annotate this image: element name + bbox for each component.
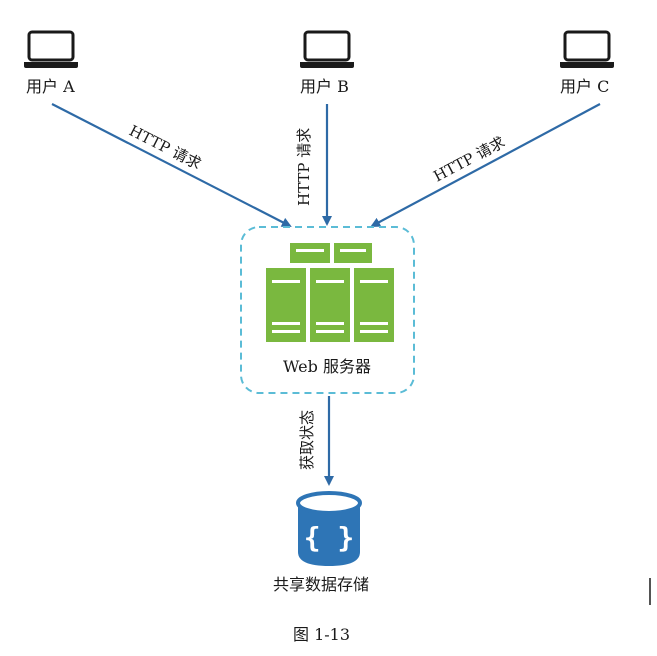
user-c-label: 用户 C — [560, 77, 609, 96]
database-glyph: { } — [304, 521, 355, 554]
laptop-icon-a — [24, 30, 78, 68]
figure-caption: 图 1-13 — [293, 625, 350, 644]
database-icon: { } — [296, 491, 362, 566]
shared-storage-label: 共享数据存储 — [273, 575, 369, 594]
arrow-user-a-to-server — [51, 103, 292, 227]
server-rack-icon — [266, 243, 394, 342]
web-server-boundary — [240, 226, 415, 394]
user-b-label: 用户 B — [300, 77, 349, 96]
arrow-user-c-to-server — [370, 103, 601, 227]
get-state-label: 获取状态 — [298, 410, 316, 470]
http-request-label-b: HTTP 请求 — [295, 128, 313, 206]
web-server-label: Web 服务器 — [283, 357, 371, 376]
laptop-icon-b — [300, 30, 354, 68]
laptop-icon-c — [560, 30, 614, 68]
user-a-label: 用户 A — [26, 77, 75, 96]
